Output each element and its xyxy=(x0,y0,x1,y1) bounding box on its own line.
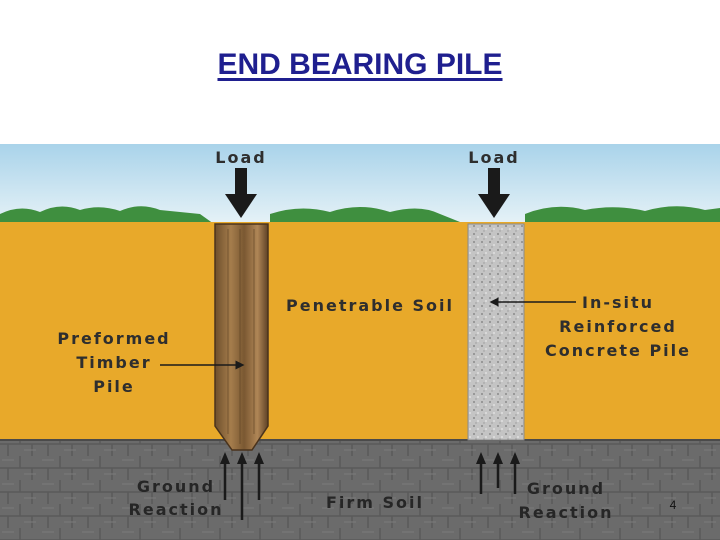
ground-reaction-right-line-1: Ground xyxy=(527,479,605,498)
timber-pile-label-line-2: Timber xyxy=(76,353,151,372)
page-number: 4 xyxy=(670,498,677,512)
concrete-pile-label-line-1: In-situ xyxy=(582,293,654,312)
load-label-right: Load xyxy=(468,148,519,167)
load-label-left: Load xyxy=(215,148,266,167)
firm-soil-layer xyxy=(0,440,720,540)
ground-reaction-arrows-right xyxy=(476,452,520,494)
load-arrow-right xyxy=(478,168,510,218)
ground-reaction-left-line-1: Ground xyxy=(137,477,215,496)
concrete-pile-label-line-2: Reinforced xyxy=(559,317,677,336)
timber-pile-label-line-1: Preformed xyxy=(57,329,170,348)
concrete-pile-label-line-3: Concrete Pile xyxy=(545,341,691,360)
firm-soil-label: Firm Soil xyxy=(326,493,424,512)
ground-reaction-left-line-2: Reaction xyxy=(129,500,224,519)
timber-pile-label-line-3: Pile xyxy=(93,377,135,396)
grass-line xyxy=(0,206,720,224)
ground-reaction-right-line-2: Reaction xyxy=(519,503,614,522)
load-arrow-left xyxy=(225,168,257,218)
ground-reaction-arrows-left xyxy=(220,452,264,520)
timber-pile xyxy=(214,223,269,451)
pile-diagram-svg: Load Load Penetrable Soil Preformed Timb… xyxy=(0,144,720,540)
page-title: END BEARING PILE xyxy=(217,48,503,81)
penetrable-soil-layer xyxy=(0,222,720,440)
concrete-pile xyxy=(467,223,525,441)
penetrable-soil-label: Penetrable Soil xyxy=(286,296,454,315)
pile-diagram: Load Load Penetrable Soil Preformed Timb… xyxy=(0,144,720,540)
